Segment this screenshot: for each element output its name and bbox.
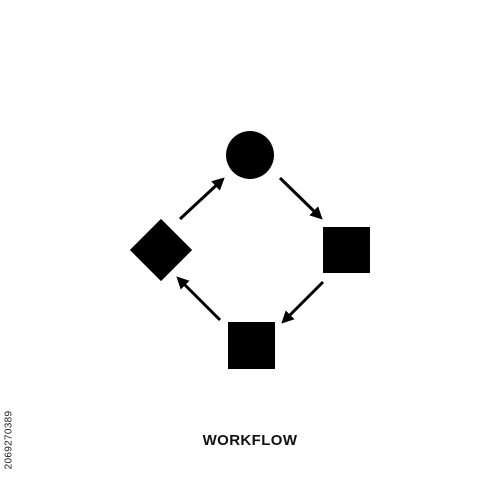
arrow-top-to-right (278, 176, 323, 220)
right-square-node (323, 227, 370, 273)
arrow-right-to-bottom (281, 280, 325, 324)
top-circle-node (226, 131, 274, 179)
arrow-bottom-to-left (176, 276, 222, 322)
arrow-left-to-top (178, 177, 225, 221)
caption-label: WORKFLOW (202, 432, 298, 449)
bottom-square-node (228, 322, 275, 369)
left-diamond-node (129, 218, 193, 282)
